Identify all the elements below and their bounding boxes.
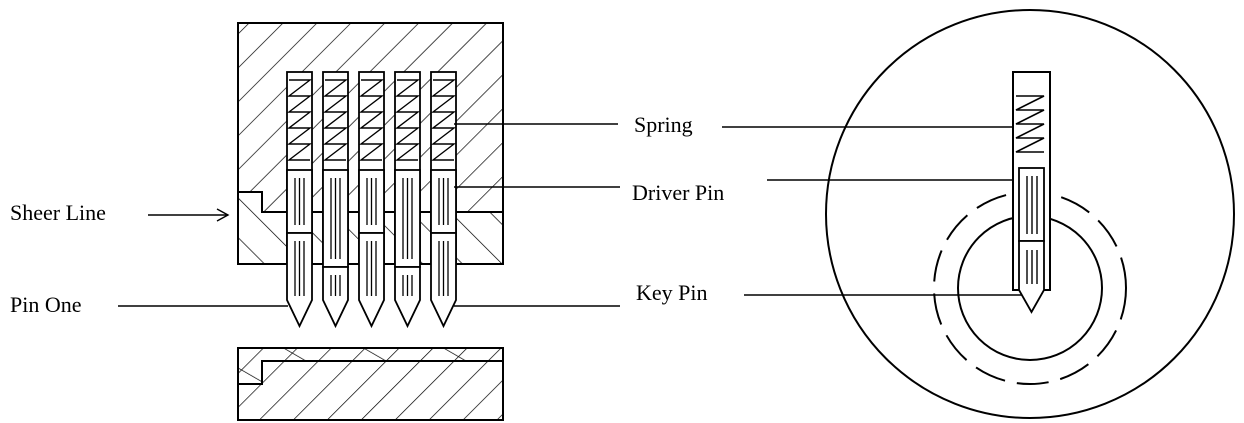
- key-pin-label: Key Pin: [636, 280, 708, 305]
- key-pin: [394, 266, 421, 329]
- spring-label: Spring: [634, 112, 693, 137]
- spring-front: [1015, 95, 1045, 153]
- pin-one-label: Pin One: [10, 292, 82, 317]
- driver-pin-label: Driver Pin: [632, 180, 724, 205]
- spring: [358, 79, 385, 161]
- spring: [286, 79, 313, 161]
- pin-stack-1: [286, 71, 313, 329]
- spring: [322, 79, 349, 161]
- sheer-line-label: Sheer Line: [10, 200, 106, 225]
- pin-stacks: [286, 71, 457, 329]
- lock-cylinder-outer: [825, 9, 1235, 419]
- pin-stack-5: [430, 71, 457, 329]
- lock-cross-section: Sheer Line Pin One Spring Driver Pin Key…: [10, 22, 1030, 421]
- key-pin: [322, 266, 349, 329]
- pin-stack-2: [322, 71, 349, 329]
- pin-stack-3: [358, 71, 385, 329]
- key-blade: [237, 347, 504, 421]
- spring: [430, 79, 457, 161]
- pin-stack-4: [394, 71, 421, 329]
- lock-front-view: [825, 9, 1235, 419]
- spring: [394, 79, 421, 161]
